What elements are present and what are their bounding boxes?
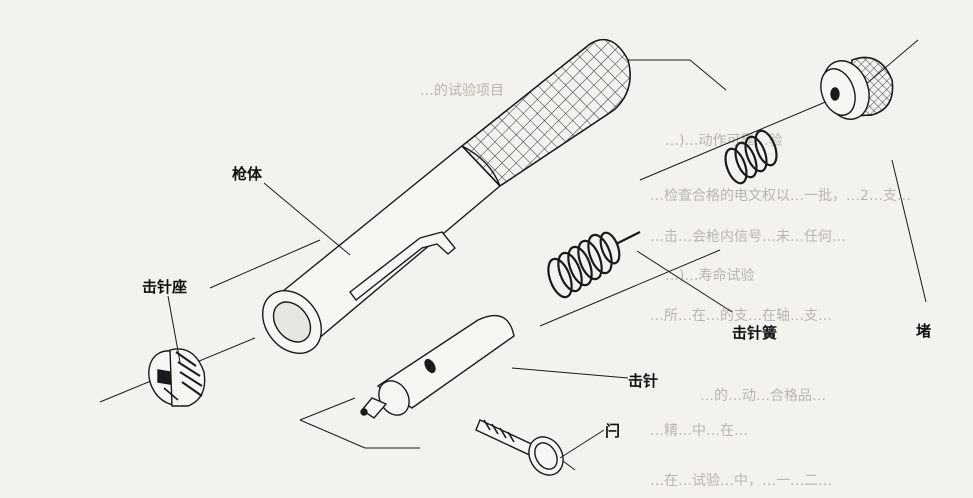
firing-pin-spring xyxy=(547,231,641,299)
label-firing-pin-seat: 击针座 xyxy=(142,278,188,296)
gun-body xyxy=(262,38,631,354)
firing-pin xyxy=(360,314,515,419)
centre-axis xyxy=(99,39,919,471)
ghost-text-5: …)…寿命试验 xyxy=(665,268,755,284)
ghost-text-7: …的…动…合格品… xyxy=(700,388,826,404)
assembly-guide-lines xyxy=(209,59,727,449)
label-firing-pin-spring: 击针簧 xyxy=(732,324,778,342)
small-spring xyxy=(724,129,778,185)
label-plug: 堵 xyxy=(916,322,932,340)
ghost-text-8: …在…试验…中，…一…二… xyxy=(650,473,832,489)
label-firing-pin: 击针 xyxy=(628,372,659,390)
ghost-text-6: …所…在…的支…在轴…支… xyxy=(650,308,832,324)
firing-pin-seat xyxy=(148,348,206,407)
ghost-text-9: …精…中…在… xyxy=(650,423,748,439)
ghost-text-3: …检查合格的电文权以…一批，…2…支… xyxy=(650,188,911,204)
ghost-text-4: …击…会枪内信号…未…任何… xyxy=(650,229,846,245)
label-latch: 闩 xyxy=(605,422,621,440)
latch xyxy=(475,419,564,476)
label-gun-body: 枪体 xyxy=(232,165,263,183)
leader-lines xyxy=(167,159,927,459)
plug xyxy=(820,56,894,120)
ghost-text-1: …的试验项目 xyxy=(420,83,504,99)
